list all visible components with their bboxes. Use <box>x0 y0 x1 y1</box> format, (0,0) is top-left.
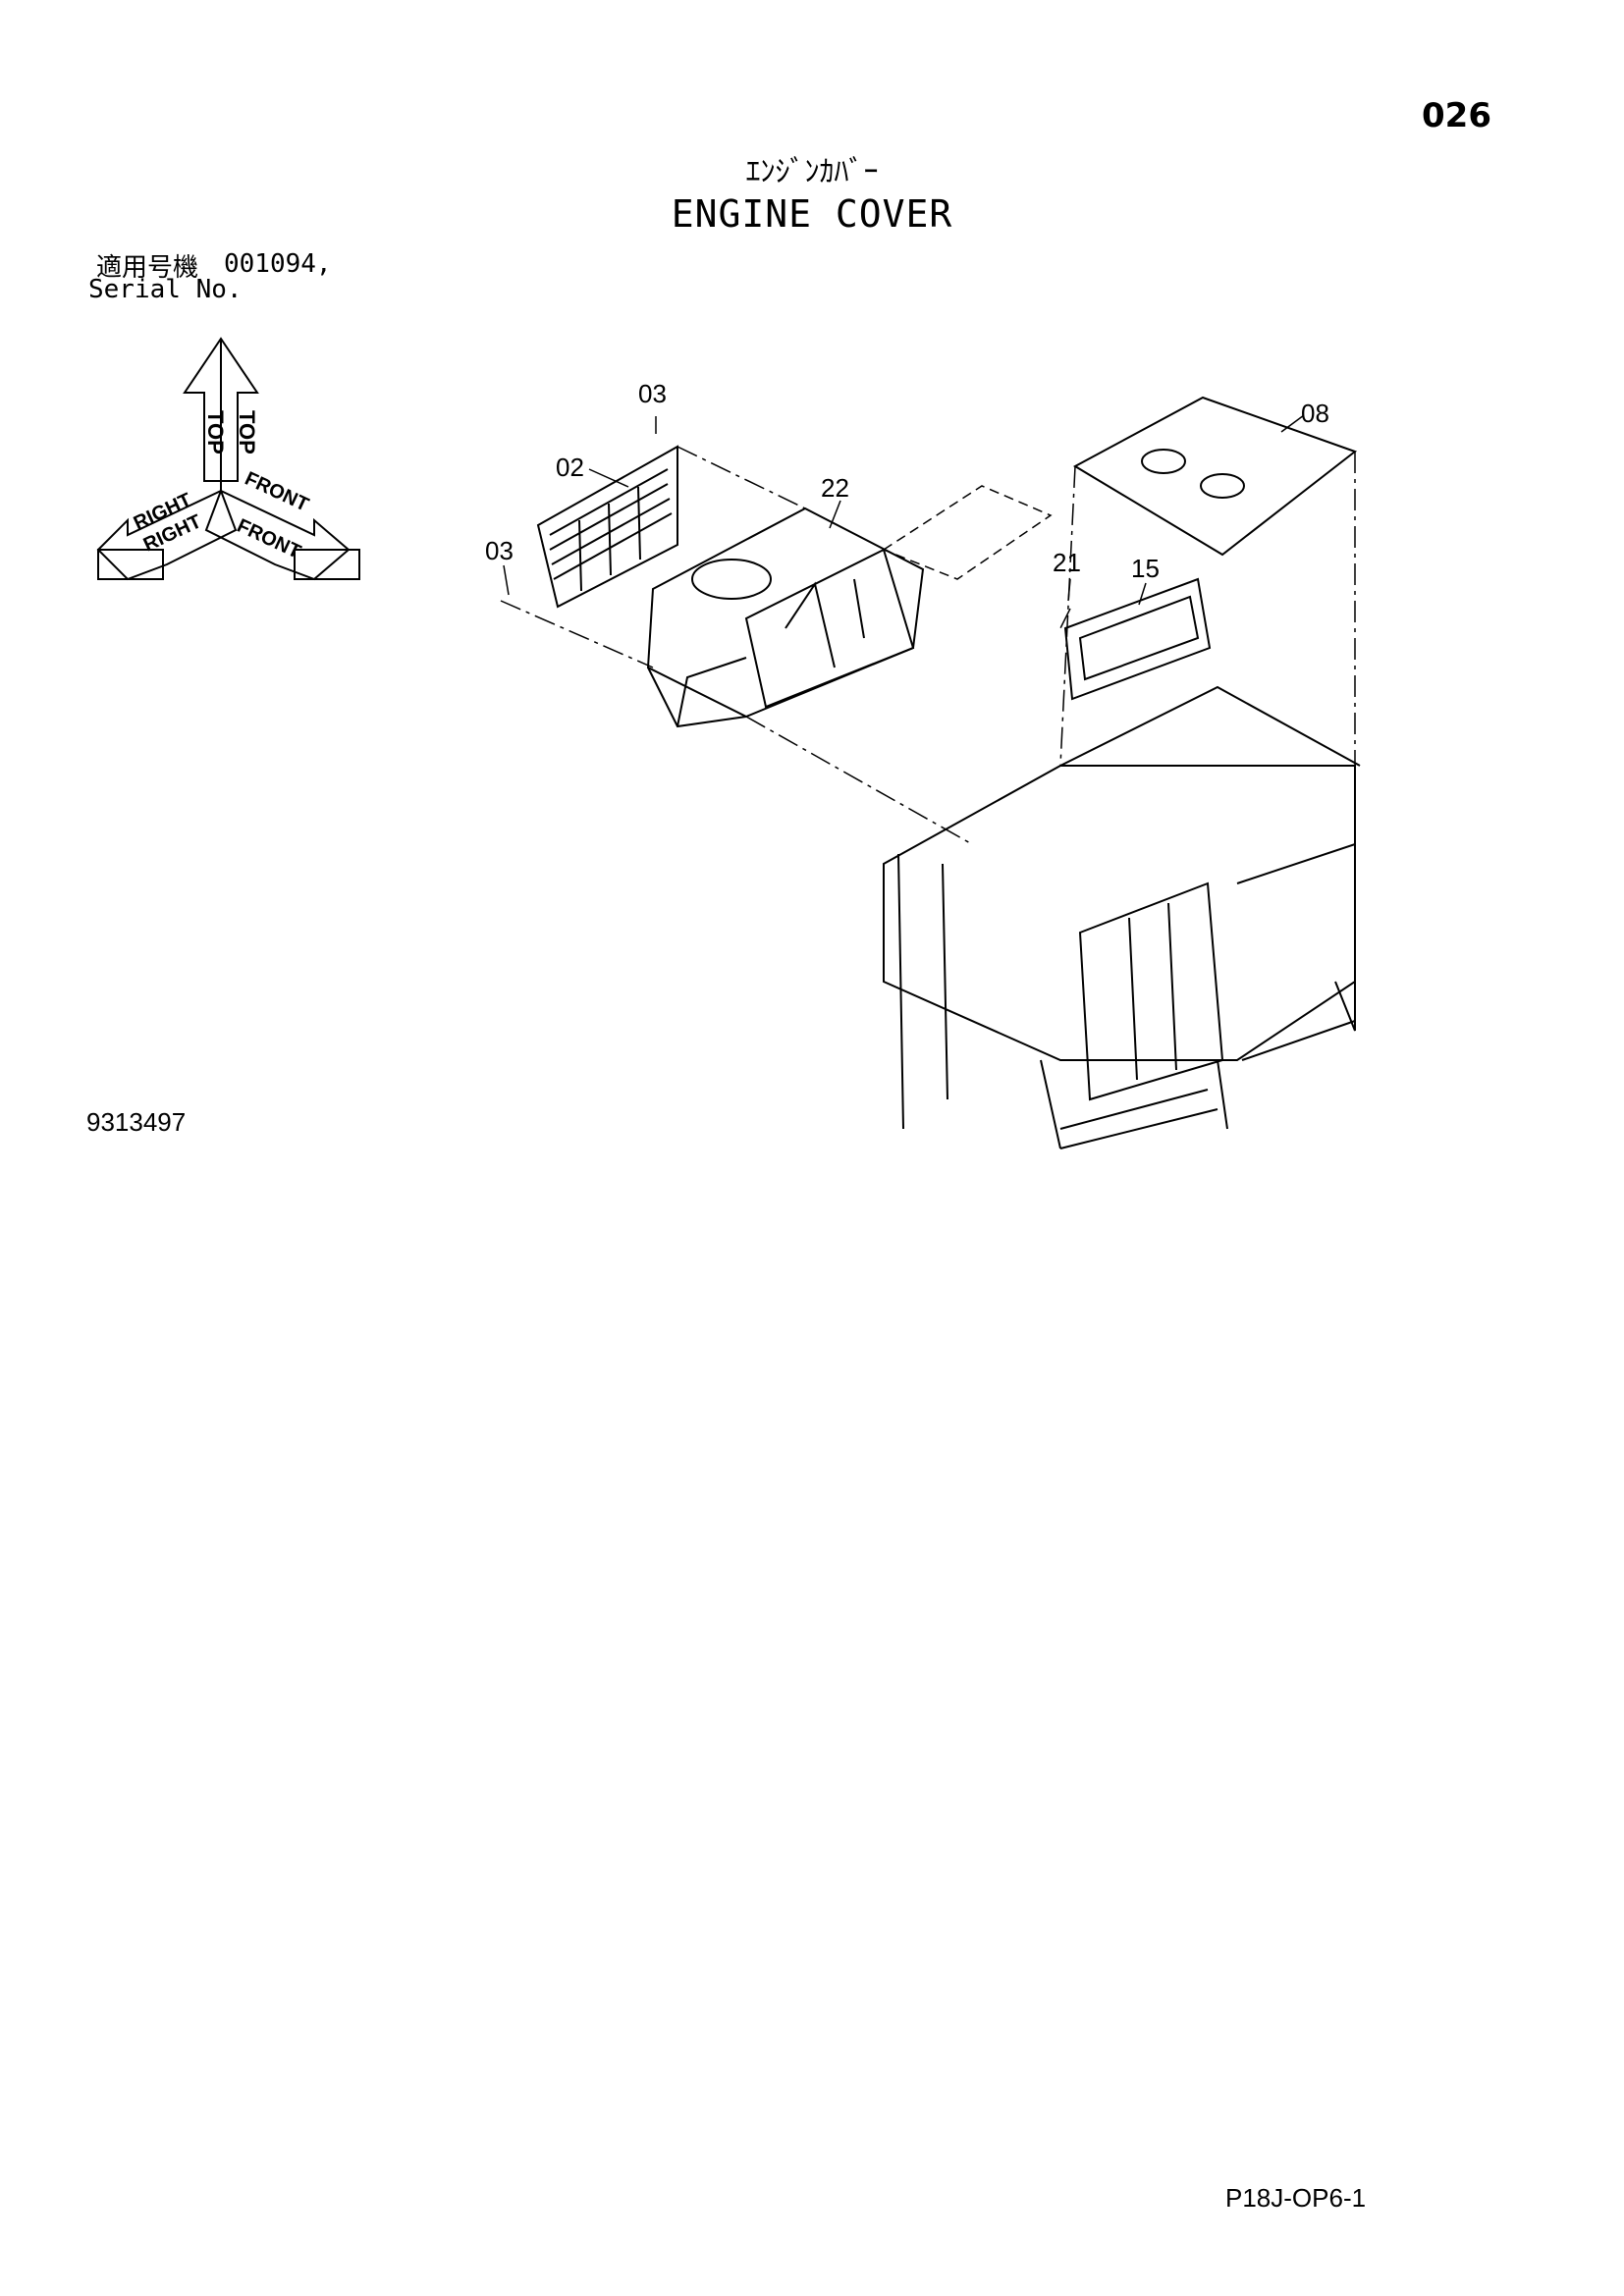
sheet-code: P18J-OP6-1 <box>1225 2183 1367 2213</box>
page-title-japanese: ｴﾝｼﾞﾝｶﾊﾞｰ <box>745 155 879 189</box>
orientation-indicator <box>96 337 360 581</box>
drawing-number: 9313497 <box>86 1107 187 1137</box>
orientation-front-label-lower: FRONT <box>234 515 304 563</box>
part-22-engine-cover <box>646 507 925 728</box>
callout-03-upper: 03 <box>638 379 667 408</box>
part-02-grille <box>536 445 678 609</box>
arrow-right-icon <box>96 489 238 581</box>
callout-leaders <box>503 414 1305 606</box>
callout-03-lower: 03 <box>485 536 514 565</box>
callout-08: 08 <box>1301 399 1329 428</box>
page-title: ENGINE COVER <box>671 192 953 236</box>
serial-label: Serial No. <box>88 275 243 304</box>
callout-02: 02 <box>556 453 584 482</box>
alignment-lines <box>500 446 1356 845</box>
serial-value: 001094, <box>224 249 332 279</box>
callout-21: 21 <box>1053 548 1081 577</box>
orientation-top-label-mirror: TOP <box>203 410 228 454</box>
serial-label-japanese: 適用号機 <box>96 253 199 283</box>
part-15-side-grille <box>1063 577 1212 701</box>
callout-15: 15 <box>1131 554 1160 583</box>
arrow-top-icon <box>183 337 259 482</box>
orientation-top-label: TOP <box>235 410 259 454</box>
gasket-outline <box>882 485 1053 580</box>
orientation-front-label: FRONT <box>242 468 312 516</box>
frame-structure <box>883 685 1361 1149</box>
arrow-front-icon <box>204 489 351 581</box>
page-number: 026 <box>1422 96 1491 135</box>
callout-22: 22 <box>821 473 849 503</box>
